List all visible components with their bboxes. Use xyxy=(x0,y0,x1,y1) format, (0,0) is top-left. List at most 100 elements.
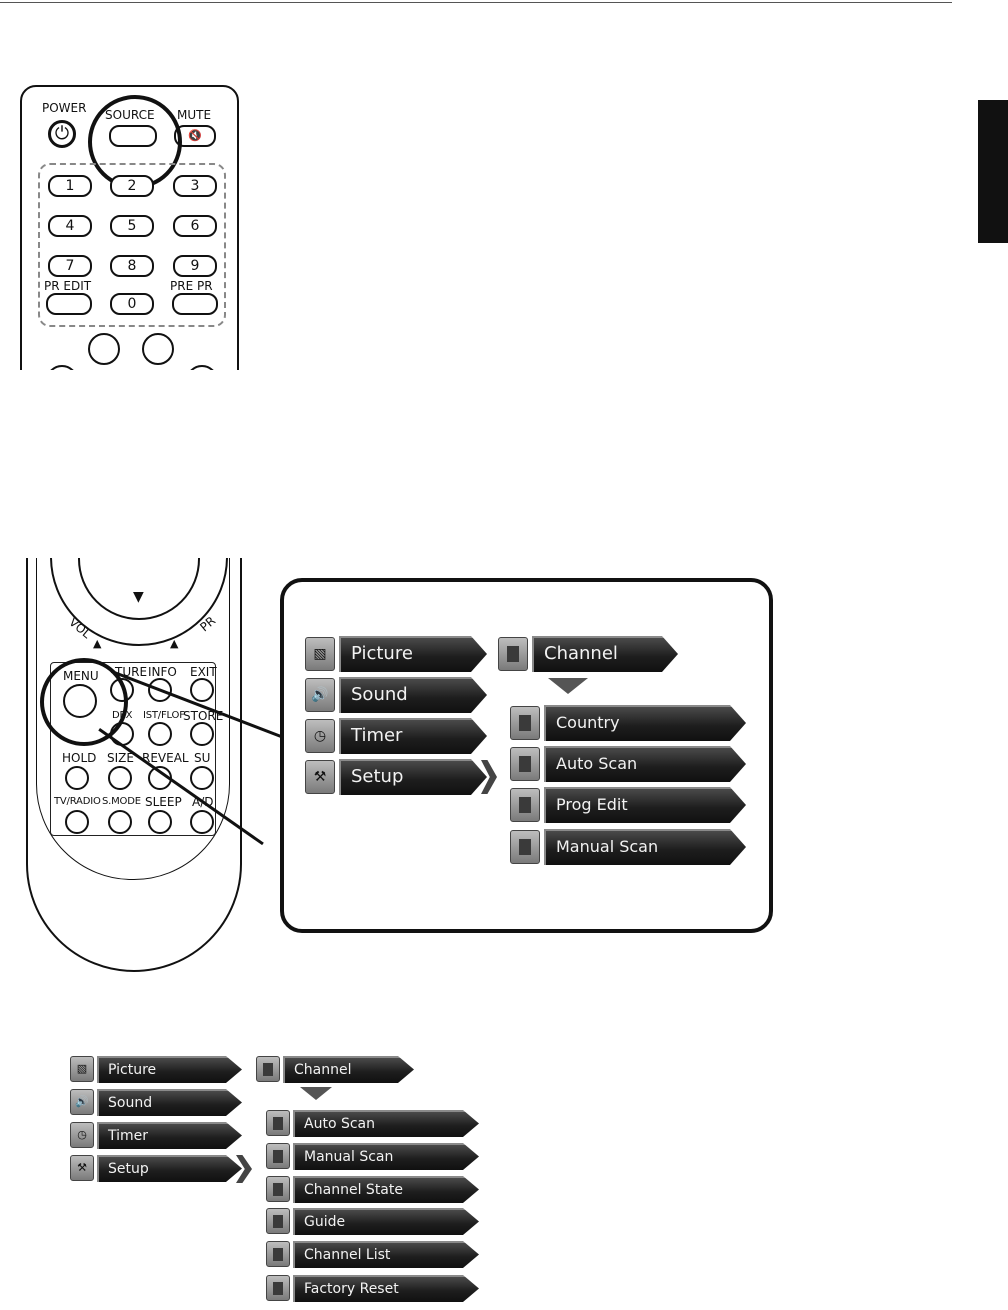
list-flof-button[interactable] xyxy=(148,722,172,746)
menu1-sub-auto-scan-label: Auto Scan xyxy=(544,746,746,782)
menu1-sub-country-label: Country xyxy=(544,705,746,741)
setup-icon: ⚒ xyxy=(70,1155,94,1181)
speaker-icon: 🔊 xyxy=(70,1089,94,1115)
menu1-item-picture[interactable]: ▧ Picture xyxy=(305,636,487,672)
info-button[interactable] xyxy=(148,678,172,702)
menu1-item-picture-label: Picture xyxy=(339,636,487,672)
digit-3-button[interactable]: 3 xyxy=(173,175,217,197)
digit-0-button[interactable]: 0 xyxy=(110,293,154,315)
square-icon xyxy=(510,747,540,781)
menu1-item-setup[interactable]: ⚒ Setup xyxy=(305,759,487,795)
size-label: SIZE xyxy=(107,751,134,765)
menu1-item-sound[interactable]: 🔊 Sound xyxy=(305,677,487,713)
menu-button[interactable] xyxy=(63,684,97,718)
nav-button-left[interactable] xyxy=(88,333,120,365)
menu1-sub-prog-edit[interactable]: Prog Edit xyxy=(510,787,746,823)
exit-label: EXIT xyxy=(190,665,217,679)
menu2-sub-channel-state[interactable]: Channel State xyxy=(266,1176,479,1203)
menu2-item-picture[interactable]: ▧ Picture xyxy=(70,1056,242,1083)
menu1-sub-auto-scan[interactable]: Auto Scan xyxy=(510,746,746,782)
menu2-item-sound-label: Sound xyxy=(97,1089,242,1116)
channel-square-icon xyxy=(256,1056,280,1082)
exit-button[interactable] xyxy=(190,678,214,702)
menu2-item-picture-label: Picture xyxy=(97,1056,242,1083)
nav-button-right[interactable] xyxy=(142,333,174,365)
menu2-sub-channel-list[interactable]: Channel List xyxy=(266,1241,479,1268)
ad-label: A/D xyxy=(192,795,214,809)
menu2-item-setup-label: Setup xyxy=(97,1155,242,1182)
nav-down-arrow: ▼ xyxy=(133,589,144,605)
power-label: POWER xyxy=(42,101,87,115)
sub-button[interactable] xyxy=(190,766,214,790)
s-mode-button[interactable] xyxy=(108,810,132,834)
digit-2-button[interactable]: 2 xyxy=(110,175,154,197)
number-pad xyxy=(38,163,226,327)
mute-label: MUTE xyxy=(177,108,212,122)
tv-radio-label: TV/RADIO xyxy=(54,796,101,807)
ad-button[interactable] xyxy=(190,810,214,834)
square-icon xyxy=(510,830,540,864)
picture-icon: ▧ xyxy=(70,1056,94,1082)
menu-label: MENU xyxy=(63,669,99,683)
sub-label: SU xyxy=(194,751,211,765)
menu2-header-channel[interactable]: Channel xyxy=(256,1056,414,1083)
menu2-sub-guide[interactable]: Guide xyxy=(266,1208,479,1235)
square-icon xyxy=(266,1110,290,1136)
menu2-sub-factory-reset[interactable]: Factory Reset xyxy=(266,1275,479,1302)
sleep-button[interactable] xyxy=(148,810,172,834)
size-button[interactable] xyxy=(108,766,132,790)
menu1-item-timer-label: Timer xyxy=(339,718,487,754)
square-icon xyxy=(266,1275,290,1301)
menu-button-group xyxy=(50,662,216,836)
store-label: STORE xyxy=(183,709,224,723)
menu1-sub-country[interactable]: Country xyxy=(510,705,746,741)
store-button[interactable] xyxy=(190,722,214,746)
menu2-sub-auto-scan[interactable]: Auto Scan xyxy=(266,1110,479,1137)
power-button[interactable] xyxy=(48,120,76,148)
pre-pr-button[interactable] xyxy=(172,293,218,315)
menu1-dropdown-arrow-icon xyxy=(548,678,588,694)
digit-5-button[interactable]: 5 xyxy=(110,215,154,237)
menu2-sub-manual-scan[interactable]: Manual Scan xyxy=(266,1143,479,1170)
pr-edit-label: PR EDIT xyxy=(44,279,92,293)
clock-icon: ◷ xyxy=(305,719,335,753)
menu1-item-sound-label: Sound xyxy=(339,677,487,713)
digit-4-button[interactable]: 4 xyxy=(48,215,92,237)
hold-label: HOLD xyxy=(62,751,97,765)
menu1-item-setup-label: Setup xyxy=(339,759,487,795)
s-mode-label: S.MODE xyxy=(102,796,141,807)
menu2-sub-factory-reset-label: Factory Reset xyxy=(293,1275,479,1302)
reveal-label: REVEAL xyxy=(142,751,189,765)
menu1-sub-manual-scan[interactable]: Manual Scan xyxy=(510,829,746,865)
menu2-item-timer[interactable]: ◷ Timer xyxy=(70,1122,242,1149)
menu2-dropdown-arrow-icon xyxy=(300,1087,332,1100)
header-rule xyxy=(0,2,952,3)
menu2-item-setup[interactable]: ⚒ Setup xyxy=(70,1155,242,1182)
picture-label: TURE xyxy=(115,665,148,679)
list-flof-label: IST/FLOF xyxy=(143,710,185,721)
hold-button[interactable] xyxy=(65,766,89,790)
menu1-sub-manual-scan-label: Manual Scan xyxy=(544,829,746,865)
digit-6-button[interactable]: 6 xyxy=(173,215,217,237)
picture-icon: ▧ xyxy=(305,637,335,671)
square-icon xyxy=(266,1143,290,1169)
menu1-header-channel[interactable]: Channel xyxy=(498,636,678,672)
digit-8-button[interactable]: 8 xyxy=(110,255,154,277)
remote-bottom-inner-outline xyxy=(36,558,230,880)
square-icon xyxy=(266,1176,290,1202)
remote-top: POWER SOURCE MUTE 🔇 1 2 3 4 5 6 7 8 9 PR… xyxy=(20,85,245,370)
tv-radio-button[interactable] xyxy=(65,810,89,834)
pr-arrow: ▲ xyxy=(170,637,179,650)
digit-7-button[interactable]: 7 xyxy=(48,255,92,277)
menu2-sub-channel-list-label: Channel List xyxy=(293,1241,479,1268)
digit-9-button[interactable]: 9 xyxy=(173,255,217,277)
menu1-sub-prog-edit-label: Prog Edit xyxy=(544,787,746,823)
speaker-icon: 🔊 xyxy=(305,678,335,712)
pr-edit-button[interactable] xyxy=(46,293,92,315)
menu1-item-timer[interactable]: ◷ Timer xyxy=(305,718,487,754)
square-icon xyxy=(266,1208,290,1234)
menu2-item-sound[interactable]: 🔊 Sound xyxy=(70,1089,242,1116)
reveal-button[interactable] xyxy=(148,766,172,790)
digit-1-button[interactable]: 1 xyxy=(48,175,92,197)
square-icon xyxy=(510,706,540,740)
